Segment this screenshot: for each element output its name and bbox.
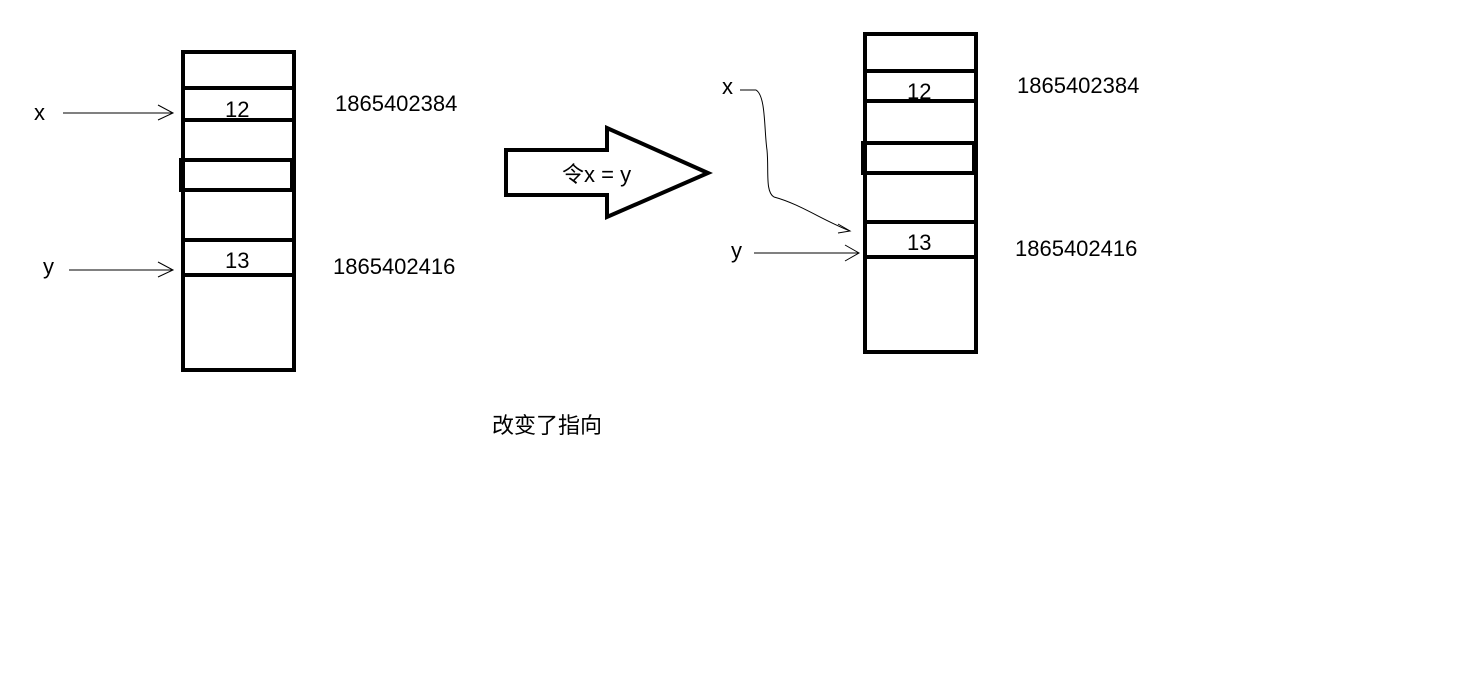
after-memory-column xyxy=(861,32,978,354)
before-memory-column xyxy=(179,50,296,372)
before-y-cell-value: 13 xyxy=(225,248,249,273)
after-x-address: 1865402384 xyxy=(1017,73,1139,98)
before-y-pointer-arrow xyxy=(69,261,175,278)
after-y-cell-value: 13 xyxy=(907,230,931,255)
after-empty-cell xyxy=(861,141,976,175)
before-x-variable: x xyxy=(34,100,45,125)
after-y-pointer-arrow xyxy=(754,244,861,262)
before-y-variable: y xyxy=(43,254,54,279)
after-x-cell-value: 12 xyxy=(907,79,931,104)
before-x-address: 1865402384 xyxy=(335,91,457,116)
assignment-arrow xyxy=(504,124,713,221)
after-memory-outline xyxy=(863,32,978,354)
assignment-arrow-label: 令x = y xyxy=(562,162,631,187)
before-memory-outline xyxy=(181,50,296,372)
before-x-cell-value: 12 xyxy=(225,97,249,122)
before-x-pointer-arrow xyxy=(63,104,175,121)
after-x-variable: x xyxy=(722,74,733,99)
after-y-variable: y xyxy=(731,238,742,263)
after-x-pointer-arrow xyxy=(740,89,852,234)
before-empty-cell xyxy=(179,158,294,192)
after-y-address: 1865402416 xyxy=(1015,236,1137,261)
caption-pointer-changed: 改变了指向 xyxy=(492,413,602,438)
before-y-address: 1865402416 xyxy=(333,254,455,279)
